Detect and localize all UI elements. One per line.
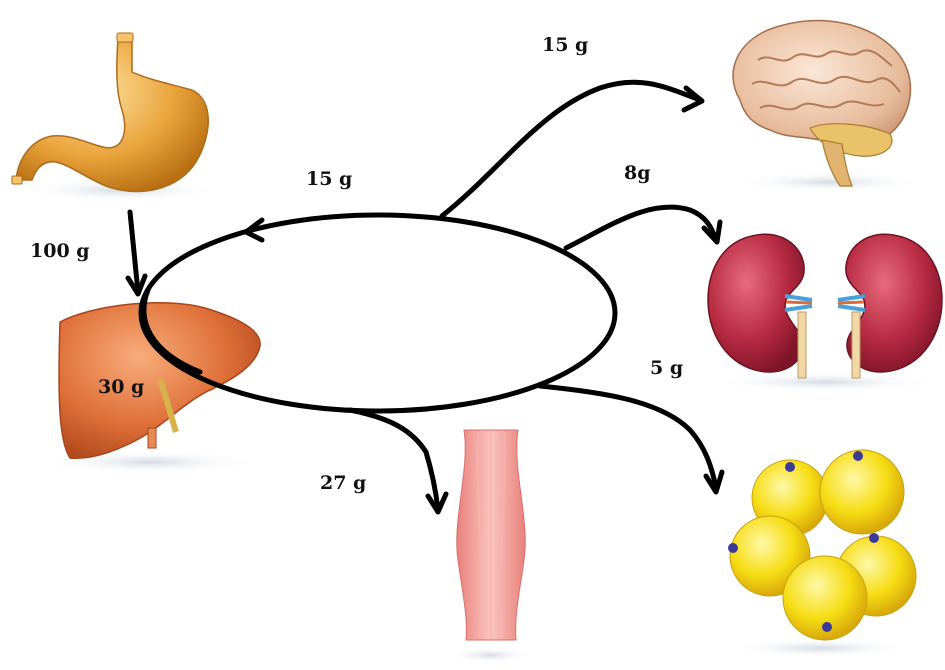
- arrow-to-adipose: [540, 386, 716, 488]
- arrow-to-brain: [442, 82, 700, 216]
- label-to-brain: 15 g: [542, 34, 588, 56]
- stomach-illustration: [12, 33, 220, 202]
- label-to-kidneys: 8g: [624, 162, 651, 184]
- adipose-tissue-illustration: [728, 450, 916, 658]
- arrows: [128, 82, 722, 512]
- kidneys-illustration: [708, 234, 942, 392]
- label-return-to-pool: 15 g: [306, 168, 352, 190]
- brain-illustration: [733, 21, 925, 192]
- muscle-illustration: [450, 430, 530, 663]
- arrow-to-kidneys: [566, 207, 716, 248]
- label-liver: 30 g: [98, 376, 144, 398]
- arrow-to-muscle: [350, 410, 438, 510]
- label-to-adipose: 5 g: [650, 357, 683, 379]
- label-stomach-to-liver: 100 g: [30, 240, 90, 262]
- label-to-muscle: 27 g: [320, 472, 366, 494]
